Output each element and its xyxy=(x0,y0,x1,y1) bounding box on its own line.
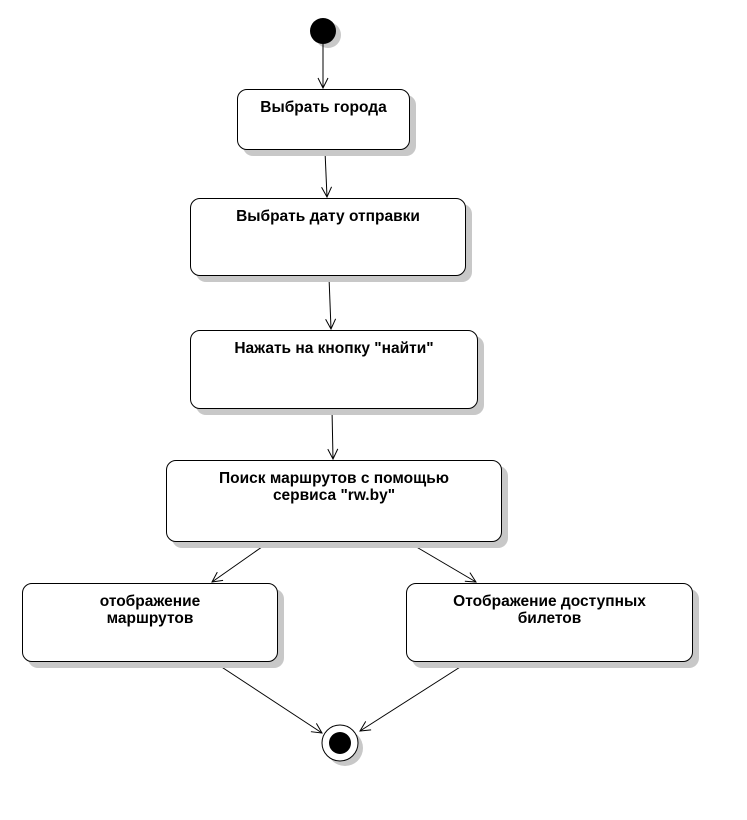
activity-press-find: Нажать на кнопку "найти" xyxy=(190,330,478,409)
activity-show-tickets: Отображение доступных билетов xyxy=(406,583,693,662)
initial-node xyxy=(310,18,336,44)
transition-select-cities-to-select-date xyxy=(325,150,327,197)
activity-show-routes-label-line1: отображение xyxy=(99,593,201,610)
transition-select-date-to-press-find xyxy=(329,276,331,329)
transition-press-find-to-search-routes xyxy=(332,408,333,459)
activity-select-date-label: Выбрать дату отправки xyxy=(236,208,420,225)
activity-select-date: Выбрать дату отправки xyxy=(190,198,466,276)
activity-search-routes-label-line2: сервиса "rw.by" xyxy=(272,487,396,504)
activity-show-routes: отображение маршрутов xyxy=(22,583,278,662)
activity-search-routes: Поиск маршрутов с помощью сервиса "rw.by… xyxy=(166,460,502,542)
activity-search-routes-label-line1: Поиск маршрутов с помощью xyxy=(219,470,449,487)
activity-press-find-label: Нажать на кнопку "найти" xyxy=(234,340,434,357)
activity-select-cities-label: Выбрать города xyxy=(260,99,387,116)
activity-show-tickets-label-line1: Отображение доступных xyxy=(453,593,646,610)
activity-show-routes-label-line2: маршрутов xyxy=(106,610,194,627)
activity-show-tickets-label-line2: билетов xyxy=(517,610,582,627)
transition-search-to-show-routes xyxy=(212,541,270,582)
activity-select-cities: Выбрать города xyxy=(237,89,410,150)
transition-search-to-show-tickets xyxy=(407,541,476,582)
transition-show-routes-to-final xyxy=(213,661,322,733)
transition-show-tickets-to-final xyxy=(360,661,469,731)
final-node-core xyxy=(329,732,351,754)
